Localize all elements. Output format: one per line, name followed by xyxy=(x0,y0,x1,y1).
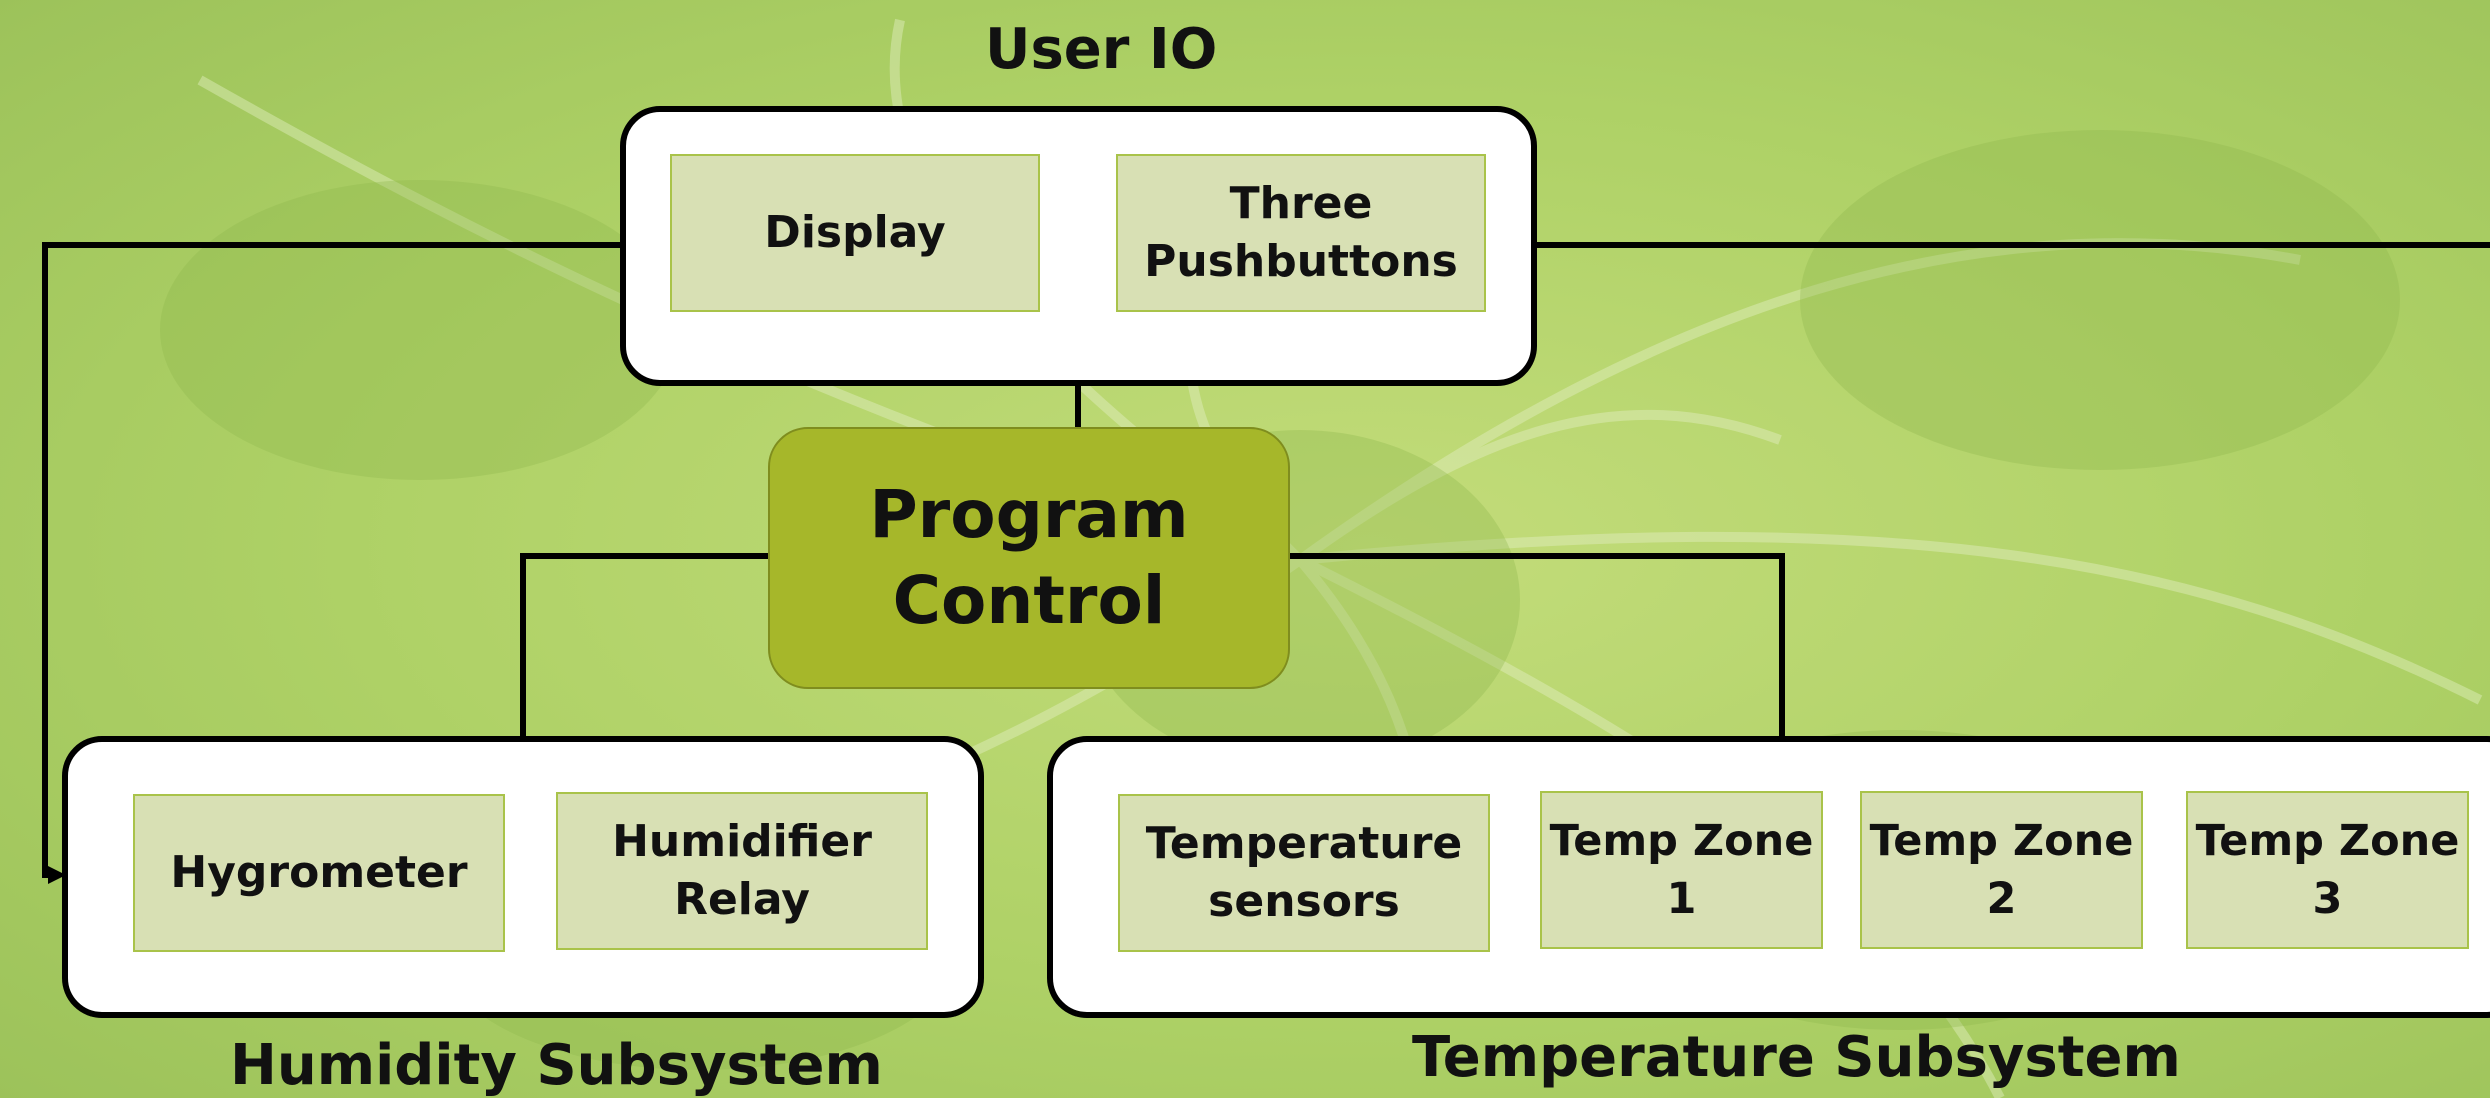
temperature-title: Temperature Subsystem xyxy=(1412,1025,2181,1090)
temp-zone-2-box: Temp Zone 2 xyxy=(1860,791,2143,949)
pushbuttons-box: Three Pushbuttons xyxy=(1116,154,1486,312)
arrowhead xyxy=(48,866,66,884)
hygrometer-box: Hygrometer xyxy=(133,794,505,952)
program-control-box: Program Control xyxy=(768,427,1290,689)
connector-program-to-temperature xyxy=(1288,553,1785,740)
temp-zone-1-box: Temp Zone 1 xyxy=(1540,791,1823,949)
connector-program-to-humidity xyxy=(520,553,770,740)
humidity-title: Humidity Subsystem xyxy=(230,1033,883,1098)
display-box: Display xyxy=(670,154,1040,312)
temperature-sensors-box: Temperature sensors xyxy=(1118,794,1490,952)
humidifier-relay-box: Humidifier Relay xyxy=(556,792,928,950)
temp-zone-3-box: Temp Zone 3 xyxy=(2186,791,2469,949)
user-io-title: User IO xyxy=(985,17,1218,82)
